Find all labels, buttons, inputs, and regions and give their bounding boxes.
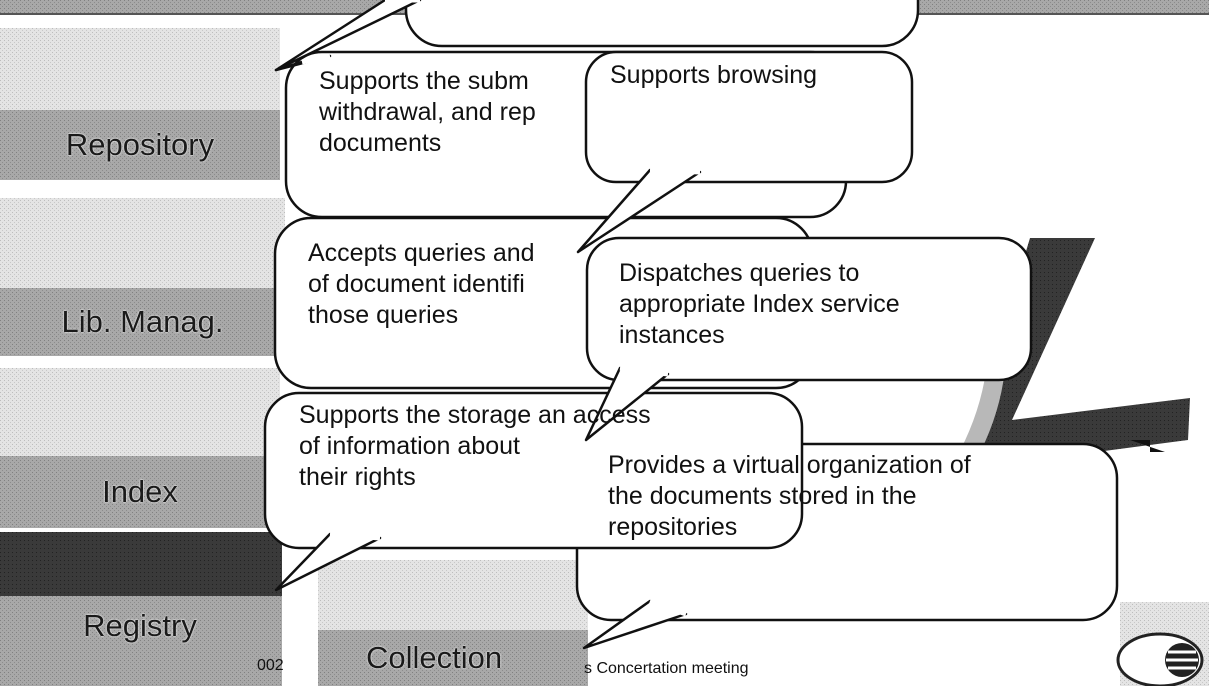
- repository-callout-text: Supports the subm withdrawal, and rep do…: [319, 67, 536, 157]
- ist-logo: [1116, 602, 1209, 686]
- library-manager-callout-text: Accepts queries and of document identifi…: [308, 239, 535, 329]
- collection-callout-text: Provides a virtual organization of the d…: [608, 451, 971, 541]
- registry-label: Registry: [83, 608, 197, 643]
- registry-callout-shape: [263, 391, 804, 592]
- collection-block[interactable]: [318, 560, 588, 686]
- library-manager-block[interactable]: [0, 198, 285, 356]
- index-label: Index: [102, 474, 178, 509]
- footer-meeting: s Concertation meeting: [584, 660, 749, 677]
- top-callout-shape: [274, 0, 920, 72]
- library-manager-label: Lib. Manag.: [61, 304, 224, 339]
- repository-label: Repository: [65, 127, 215, 162]
- footer-date: 002: [257, 657, 284, 674]
- index-block[interactable]: [0, 368, 280, 528]
- collection-label: Collection: [366, 640, 503, 675]
- registry-callout-text: Supports the storage an access of inform…: [299, 401, 651, 491]
- dispatch-callout-text: Dispatches queries to appropriate Index …: [619, 259, 900, 349]
- repository-block[interactable]: [0, 28, 280, 180]
- dispatch-callout-shape: [584, 236, 1033, 442]
- browsing-callout-shape: [576, 50, 914, 254]
- registry-block[interactable]: [0, 532, 282, 686]
- browsing-callout-text: Supports browsing: [610, 61, 818, 89]
